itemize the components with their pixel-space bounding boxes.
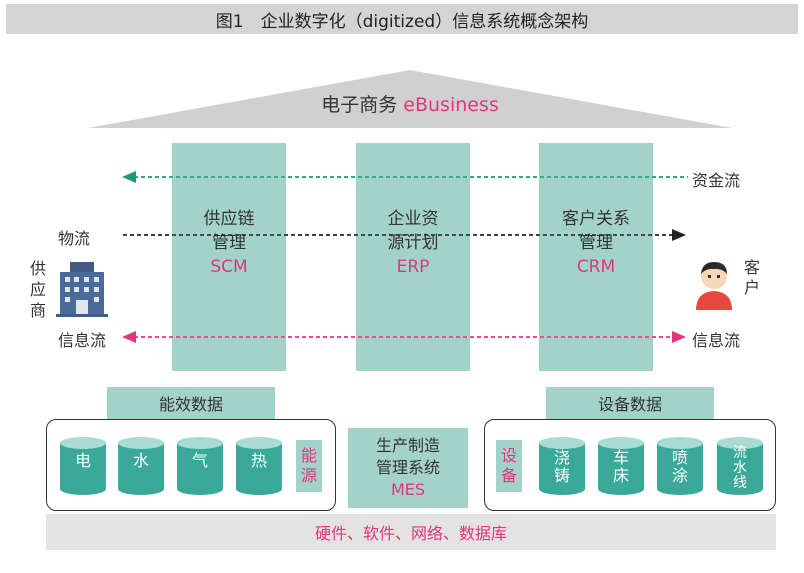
cylinder-lathe: 车 床	[598, 437, 644, 495]
cylinder-heat: 热	[236, 437, 282, 495]
scm-column: 供应链 管理 SCM	[172, 143, 286, 371]
energy-tag: 能 源	[296, 440, 322, 492]
erp-code: ERP	[396, 257, 430, 277]
mes-box: 生产制造 管理系统 MES	[348, 428, 468, 508]
supplier-label: 供 应 商	[30, 259, 47, 320]
crm-line1: 客户关系	[562, 209, 630, 229]
scm-line2: 管理	[212, 233, 246, 253]
mes-line2: 管理系统	[375, 458, 440, 477]
cylinder-spraying: 喷 涂	[657, 437, 703, 495]
cylinder-assembly-line: 流 水 线	[717, 437, 763, 495]
capital-flow-label: 资金流	[692, 171, 741, 190]
equipment-group	[484, 419, 776, 511]
erp-line1: 企业资	[387, 209, 439, 229]
info-flow-arrowhead-left	[122, 331, 136, 343]
mes-line1: 生产制造	[375, 436, 440, 455]
mes-code: MES	[390, 480, 426, 499]
logistics-flow-label: 物流	[58, 229, 91, 248]
erp-column: 企业资 源计划 ERP	[356, 143, 470, 371]
cylinder-water: 水	[118, 437, 164, 495]
customer-avatar-icon	[696, 262, 732, 310]
scm-line1: 供应链	[203, 209, 255, 229]
equipment-data-header: 设备数据	[546, 387, 714, 419]
cylinder-electricity: 电	[60, 437, 106, 495]
equipment-tag: 设 备	[496, 440, 522, 492]
ebusiness-label: 电子商务 eBusiness	[250, 90, 570, 117]
info-flow-arrowhead-right	[672, 331, 686, 343]
erp-line2: 源计划	[387, 233, 439, 253]
info-flow-label-left: 信息流	[58, 331, 107, 350]
capital-flow-arrowhead	[122, 171, 136, 183]
logistics-flow-arrowhead	[672, 229, 686, 241]
crm-code: CRM	[576, 257, 616, 277]
customer-label: 客 户	[744, 258, 761, 297]
cylinder-gas: 气	[177, 437, 223, 495]
figure-title: 图1 企业数字化（digitized）信息系统概念架构	[6, 4, 798, 34]
info-flow-label-right: 信息流	[692, 331, 741, 350]
roof-shape	[88, 70, 732, 128]
energy-data-header: 能效数据	[107, 387, 275, 419]
energy-group	[46, 419, 336, 511]
crm-line2: 管理	[579, 233, 613, 253]
ebusiness-en: eBusiness	[403, 94, 499, 116]
cylinder-casting: 浇 铸	[539, 437, 585, 495]
ebusiness-cn: 电子商务	[321, 94, 398, 116]
scm-code: SCM	[210, 257, 248, 277]
building-icon	[56, 262, 108, 317]
infrastructure-footer: 硬件、软件、网络、数据库	[46, 514, 776, 550]
crm-column: 客户关系 管理 CRM	[539, 143, 653, 371]
